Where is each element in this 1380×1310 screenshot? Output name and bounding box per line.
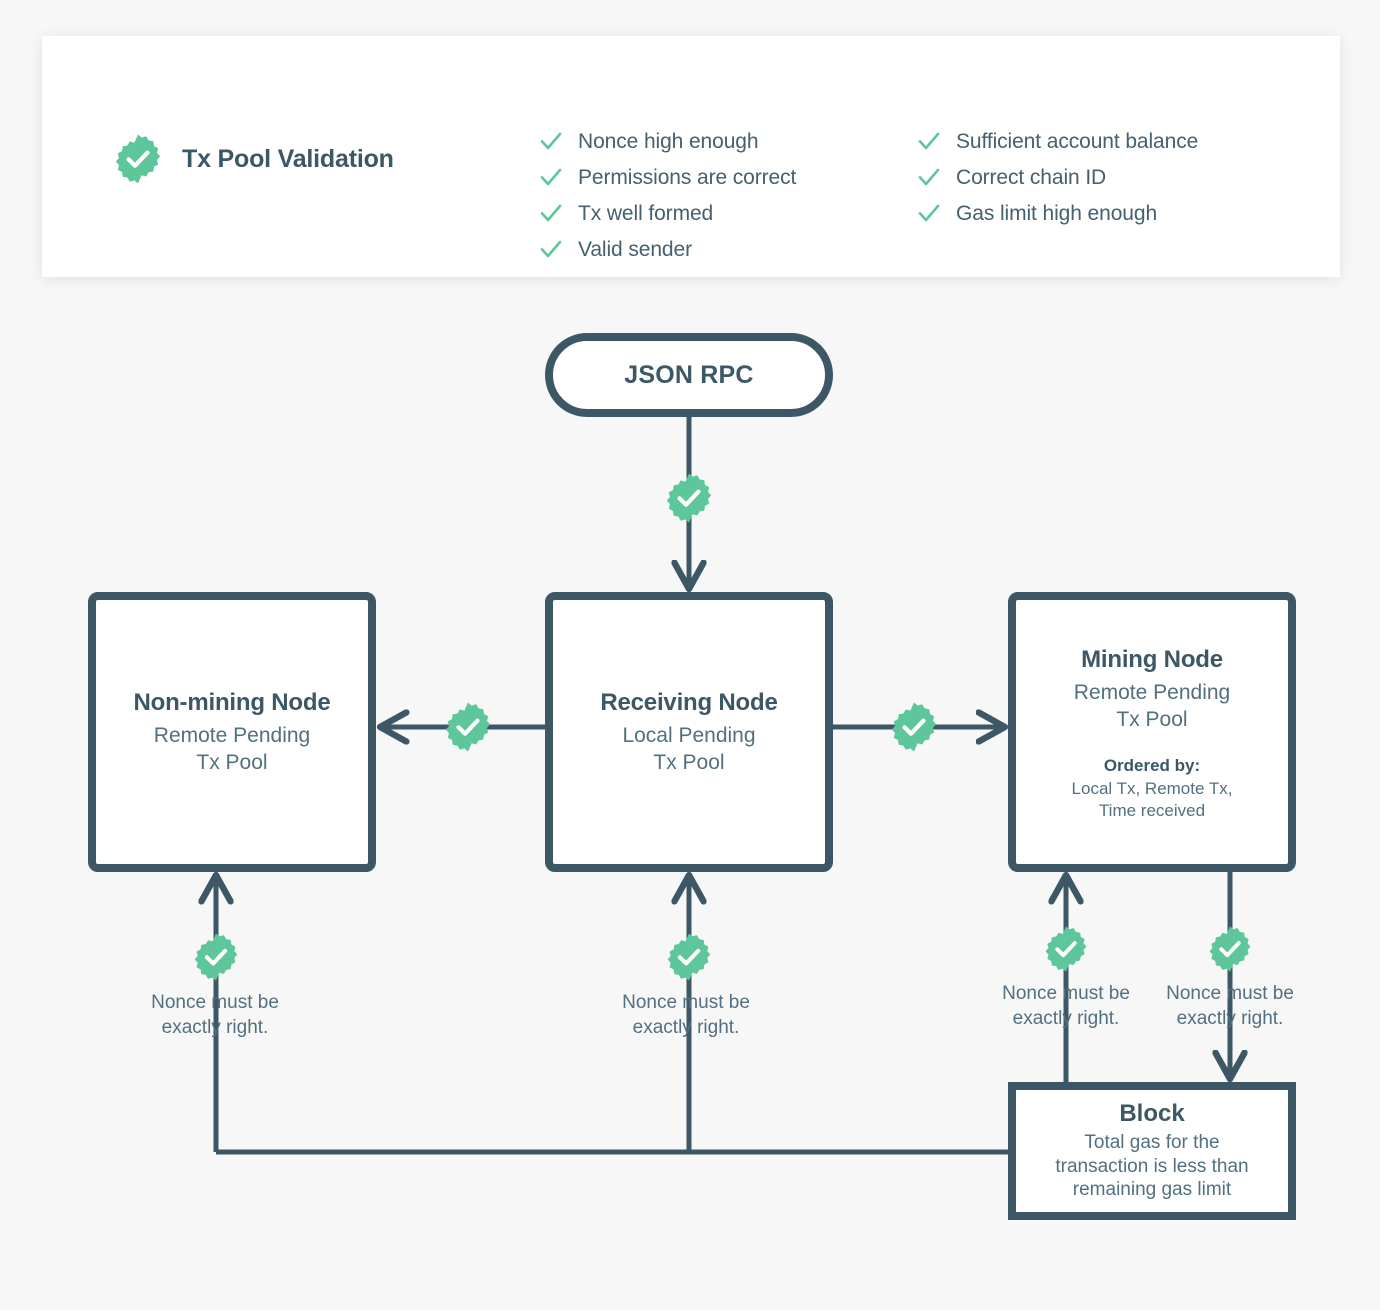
- validation-check-seal-icon: [191, 932, 241, 982]
- validation-check-seal-icon: [663, 472, 715, 524]
- block-node: Block Total gas for the transaction is l…: [1008, 1082, 1296, 1220]
- checklist-column-1: Nonce high enough Permissions are correc…: [540, 124, 796, 268]
- validation-check-seal-icon: [664, 932, 714, 982]
- non-mining-node: Non-mining Node Remote Pending Tx Pool: [88, 592, 376, 872]
- mining-node: Mining Node Remote Pending Tx Pool Order…: [1008, 592, 1296, 872]
- json-rpc-node: JSON RPC: [545, 333, 833, 417]
- checklist-column-2: Sufficient account balance Correct chain…: [918, 124, 1198, 232]
- validation-check-seal-icon: [1042, 925, 1090, 973]
- mining-node-order-label: Ordered by:: [1103, 756, 1201, 776]
- mining-node-order-line-1: Local Tx, Remote Tx,: [1071, 778, 1233, 798]
- validation-check-seal-icon: [888, 701, 940, 753]
- checklist-item-label: Nonce high enough: [578, 130, 759, 153]
- card-brand: Tx Pool Validation: [112, 133, 394, 185]
- check-icon: [540, 203, 562, 228]
- json-rpc-label: JSON RPC: [624, 360, 754, 389]
- check-icon: [918, 167, 940, 192]
- non-mining-node-title: Non-mining Node: [133, 689, 331, 717]
- block-line-1: Total gas for the: [1084, 1131, 1220, 1153]
- tx-pool-validation-card: Tx Pool Validation Nonce high enough Per…: [42, 36, 1340, 277]
- check-icon: [540, 167, 562, 192]
- block-title: Block: [1119, 1099, 1185, 1127]
- check-icon: [540, 131, 562, 156]
- checklist-item-label: Tx well formed: [578, 202, 714, 225]
- nonce-note-mining: Nonce must be exactly right.: [966, 981, 1166, 1031]
- nonce-note-non-mining: Nonce must be exactly right.: [115, 990, 315, 1040]
- mining-node-order-line-2: Time received: [1098, 800, 1206, 820]
- receiving-node: Receiving Node Local Pending Tx Pool: [545, 592, 833, 872]
- non-mining-node-sub-line-1: Remote Pending: [153, 723, 311, 747]
- block-line-2: transaction is less than: [1055, 1155, 1249, 1177]
- checklist-item: Valid sender: [540, 232, 796, 268]
- card-title: Tx Pool Validation: [182, 144, 394, 173]
- checklist-item: Nonce high enough: [540, 124, 796, 160]
- nonce-note-line-1: Nonce must be: [151, 992, 279, 1013]
- checklist-item-label: Correct chain ID: [956, 166, 1107, 189]
- nonce-note-line-2: exactly right.: [632, 1017, 740, 1039]
- nonce-note-line-1: Nonce must be: [1002, 983, 1130, 1004]
- checklist-item: Correct chain ID: [918, 160, 1198, 196]
- nonce-note-line-2: exactly right.: [1176, 1008, 1284, 1030]
- receiving-node-sub-line-1: Local Pending: [622, 723, 756, 747]
- check-icon: [918, 203, 940, 228]
- nonce-note-line-1: Nonce must be: [1166, 983, 1294, 1004]
- validation-check-seal-icon: [1206, 925, 1254, 973]
- check-icon: [918, 131, 940, 156]
- receiving-node-sub-line-2: Tx Pool: [653, 750, 725, 774]
- verified-check-seal-icon: [112, 133, 164, 185]
- checklist-item-label: Valid sender: [578, 238, 692, 261]
- nonce-note-line-1: Nonce must be: [622, 992, 750, 1013]
- mining-node-title: Mining Node: [1081, 646, 1223, 673]
- checklist-item: Tx well formed: [540, 196, 796, 232]
- nonce-note-receiving: Nonce must be exactly right.: [586, 990, 786, 1040]
- non-mining-node-sub-line-2: Tx Pool: [196, 750, 268, 774]
- block-line-3: remaining gas limit: [1072, 1179, 1232, 1201]
- checklist-item-label: Permissions are correct: [578, 166, 797, 189]
- checklist-item: Gas limit high enough: [918, 196, 1198, 232]
- mining-node-sub-line-2: Tx Pool: [1116, 707, 1188, 731]
- checklist-item: Permissions are correct: [540, 160, 796, 196]
- checklist-item-label: Sufficient account balance: [956, 130, 1199, 153]
- nonce-note-line-2: exactly right.: [1012, 1008, 1120, 1030]
- receiving-node-title: Receiving Node: [600, 689, 778, 717]
- nonce-note-line-2: exactly right.: [161, 1017, 269, 1039]
- nonce-note-block: Nonce must be exactly right.: [1130, 981, 1330, 1031]
- validation-check-seal-icon: [442, 701, 494, 753]
- check-icon: [540, 239, 562, 264]
- checklist-item-label: Gas limit high enough: [956, 202, 1158, 225]
- mining-node-sub-line-1: Remote Pending: [1073, 680, 1231, 704]
- checklist-item: Sufficient account balance: [918, 124, 1198, 160]
